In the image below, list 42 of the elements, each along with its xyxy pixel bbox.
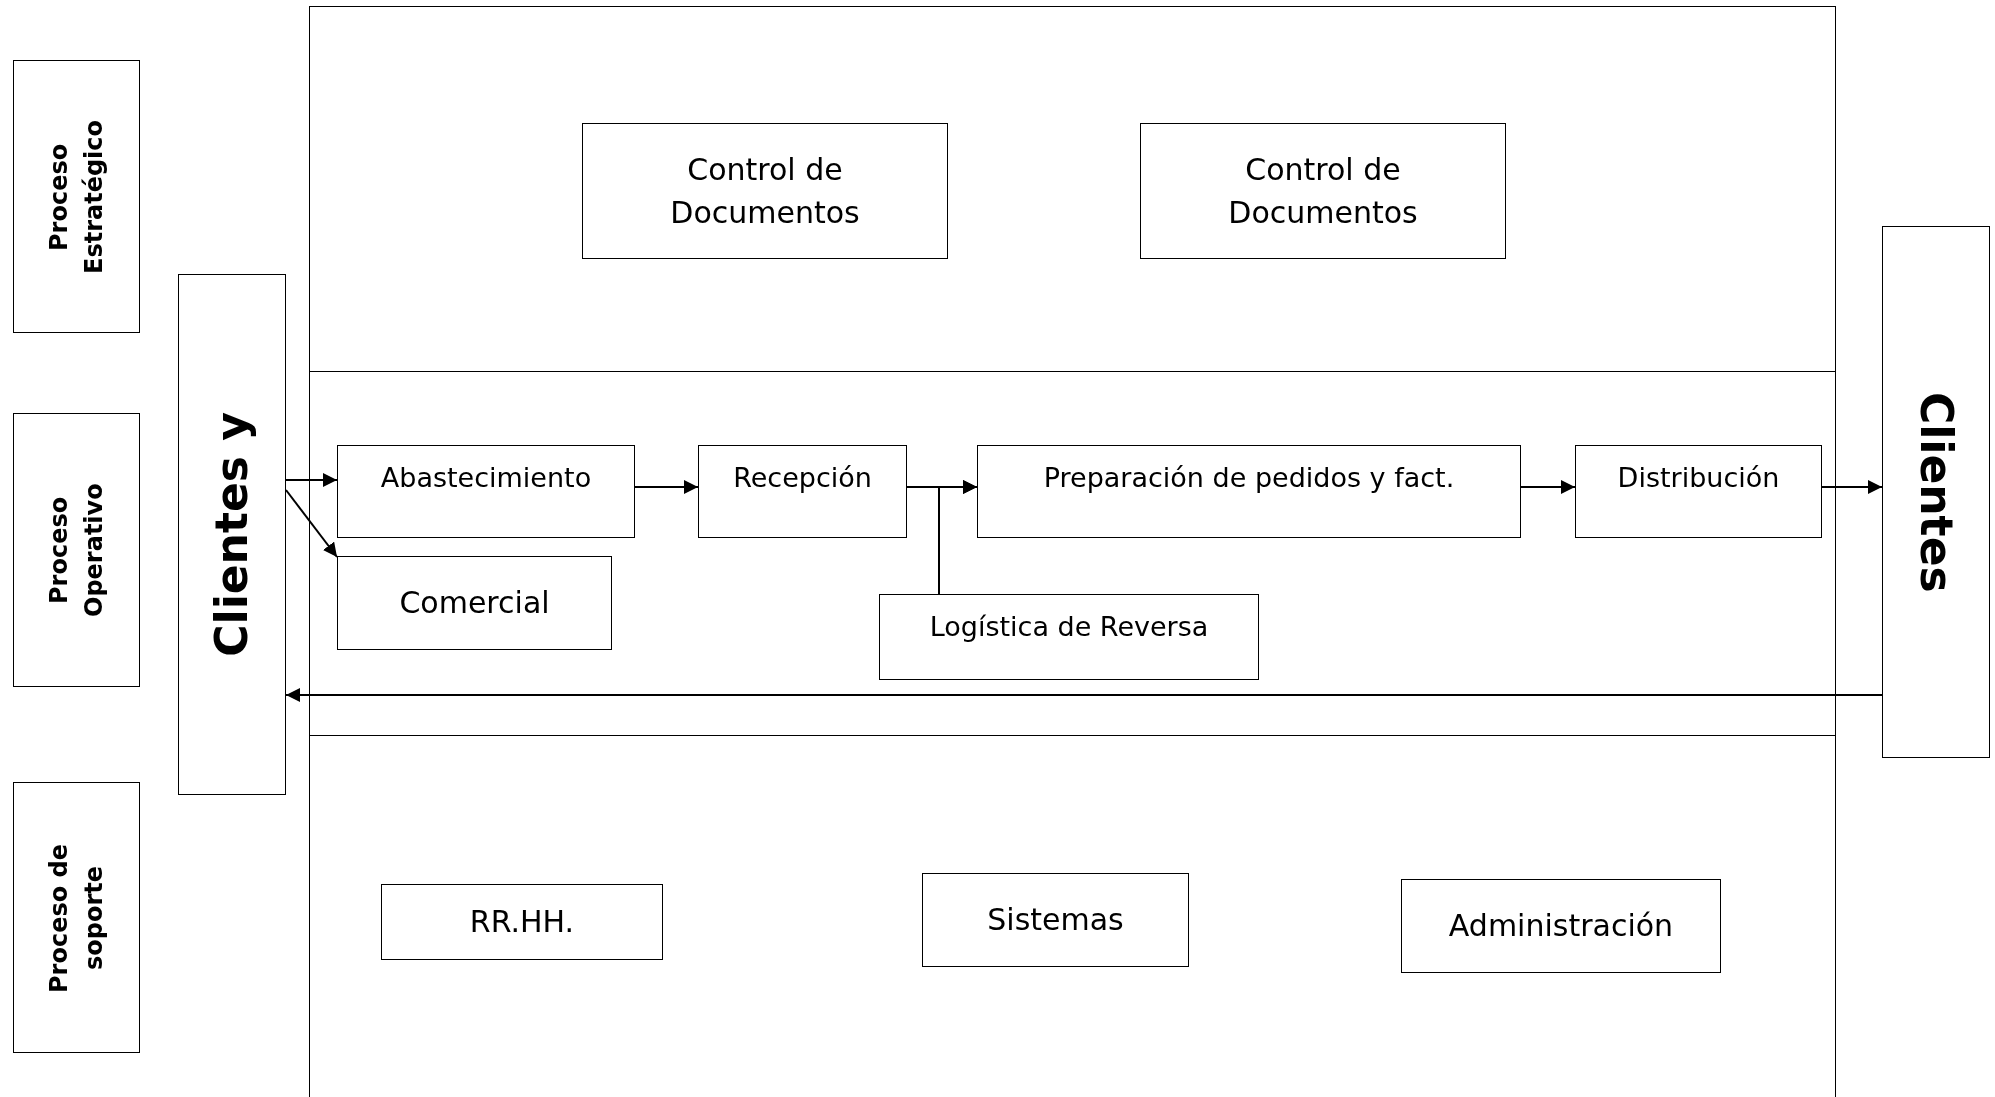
category-label: Proceso Operativo: [43, 482, 109, 619]
process-box: [922, 873, 1189, 967]
process-box: [1140, 123, 1506, 259]
arrow: [1520, 480, 1576, 494]
process-label: RR.HH.: [469, 903, 575, 942]
arrow: [634, 480, 699, 494]
process-label: Administración: [1448, 907, 1674, 946]
process-box: [1401, 879, 1721, 973]
process-box: [381, 884, 663, 960]
process-box: [879, 594, 1259, 680]
process-band: [309, 6, 1836, 372]
client-box: [178, 274, 286, 795]
process-category-box: [13, 60, 140, 333]
client-box: [1882, 226, 1990, 758]
process-box: [698, 445, 907, 538]
arrow: [1821, 480, 1883, 494]
process-label: Logística de Reversa: [929, 610, 1209, 644]
process-band: [309, 371, 1836, 736]
process-label: Preparación de pedidos y fact.: [1043, 461, 1455, 495]
client-label: Clientes y: [205, 412, 259, 657]
process-label: Sistemas: [987, 901, 1124, 940]
process-label: Control de Documentos: [669, 150, 861, 232]
category-label: Proceso Estratégico: [43, 118, 109, 276]
category-label: Proceso de soporte: [43, 842, 109, 994]
process-label: Abastecimiento: [380, 461, 592, 495]
arrow: [938, 480, 978, 595]
process-label: Distribución: [1617, 461, 1780, 495]
process-label: Control de Documentos: [1227, 150, 1419, 232]
process-box: [337, 556, 612, 650]
process-box: [1575, 445, 1822, 538]
process-label: Recepción: [733, 461, 872, 495]
process-box: [337, 445, 635, 538]
client-label: Clientes: [1909, 391, 1963, 593]
arrow: [285, 473, 338, 487]
process-category-box: [13, 413, 140, 687]
process-band: [309, 735, 1836, 1097]
process-box: [977, 445, 1521, 538]
process-label: Comercial: [399, 584, 550, 623]
process-category-box: [13, 782, 140, 1053]
process-box: [582, 123, 948, 259]
arrow: [285, 489, 338, 558]
arrow: [285, 688, 1883, 702]
